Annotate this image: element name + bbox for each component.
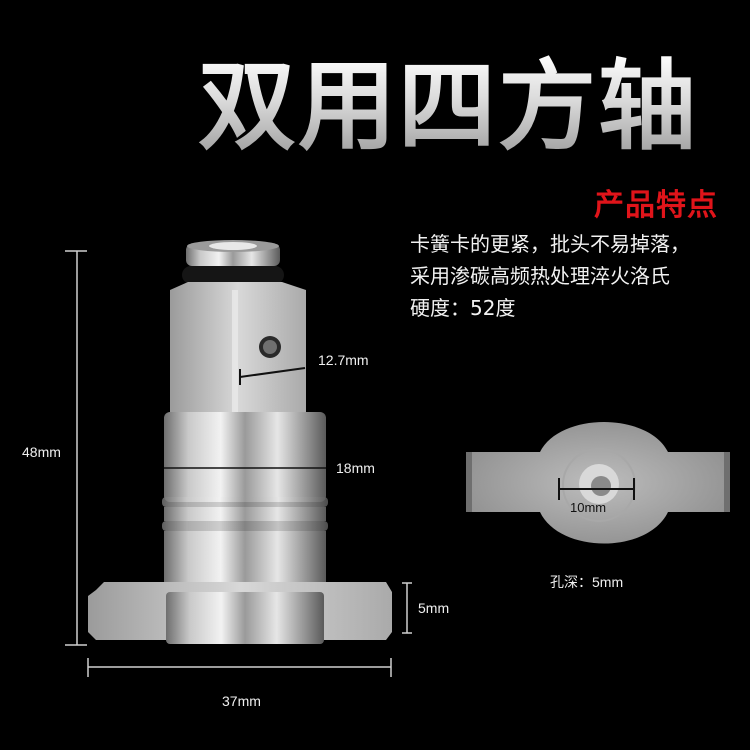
feature-line: 卡簧卡的更紧，批头不易掉落， bbox=[410, 232, 690, 256]
height-dimension-label: 48mm bbox=[22, 444, 61, 460]
product-title: 双用四方轴 bbox=[198, 52, 738, 162]
hole-depth-label: 孔深：5mm bbox=[550, 574, 624, 590]
features-description: 卡簧卡的更紧，批头不易掉落， 采用渗碳高频热处理淬火洛氏 硬度：52度 bbox=[410, 228, 730, 324]
hole-diameter-dimension-label: 10mm bbox=[570, 500, 607, 515]
square-drive-dimension-label: 12.7mm bbox=[318, 352, 369, 368]
body-diameter-dimension-label: 18mm bbox=[336, 460, 375, 476]
features-heading: 产品特点 bbox=[594, 188, 718, 223]
flange-width-dimension-label: 37mm bbox=[222, 693, 261, 709]
flange-thickness-dimension-label: 5mm bbox=[418, 600, 450, 616]
feature-line: 硬度：52度 bbox=[410, 296, 516, 320]
feature-line: 采用渗碳高频热处理淬火洛氏 bbox=[410, 264, 670, 288]
